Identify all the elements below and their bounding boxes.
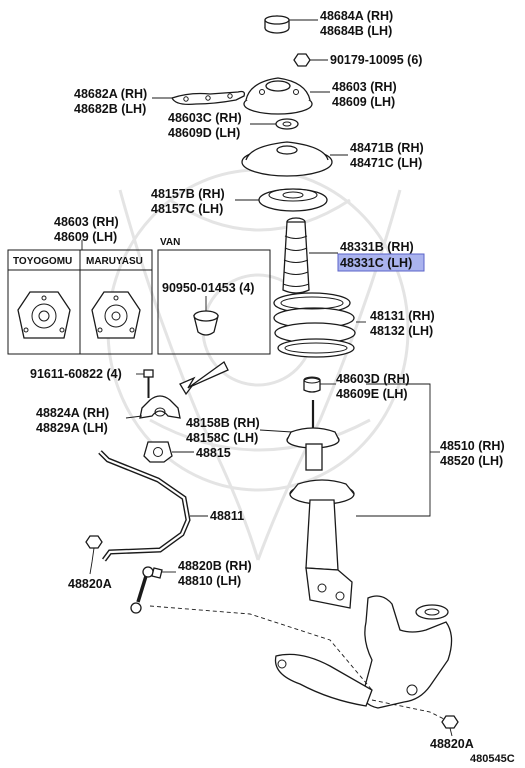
bracket-bolt-part[interactable] (143, 369, 154, 398)
mount-plate-part[interactable] (171, 90, 246, 106)
leader-48824 (125, 415, 143, 419)
label-48510-lh: 48520 (LH) (440, 454, 503, 468)
diagram-code: 480545C (470, 753, 515, 765)
label-48684-lh: 48684B (LH) (320, 24, 392, 38)
label-48820A-left: 48820A (68, 577, 112, 591)
label-48510-rh: 48510 (RH) (440, 439, 505, 453)
label-48331-rh: 48331B (RH) (340, 240, 414, 254)
label-90179: 90179-10095 (6) (330, 53, 422, 67)
maruyasu-mount-drawing (91, 291, 141, 339)
link-nut-left-part[interactable] (85, 535, 103, 549)
label-toyogomu: TOYOGOMU (13, 256, 72, 267)
inset-brand-variants (7, 249, 153, 355)
label-91611: 91611-60822 (4) (30, 367, 122, 381)
label-48815: 48815 (196, 446, 231, 460)
steering-knuckle-part (274, 595, 453, 709)
link-dashed-line (149, 605, 373, 691)
label-48603-rh: 48603 (RH) (332, 80, 397, 94)
strut-nut-part[interactable] (303, 376, 321, 393)
shock-absorber-part[interactable] (286, 400, 355, 609)
highlight-48331C (337, 253, 425, 272)
label-48471-lh: 48471C (LH) (350, 156, 422, 170)
van-arrow (179, 361, 229, 396)
label-48158-rh: 48158B (RH) (186, 416, 260, 430)
label-48820B-rh: 48820B (RH) (178, 559, 252, 573)
label-48603-lh: 48609 (LH) (332, 95, 395, 109)
leader-48158 (259, 429, 293, 433)
label-48331-lh[interactable]: 48331C (LH) (340, 256, 412, 270)
label-48682-rh: 48682A (RH) (74, 87, 147, 101)
label-inset-48603-lh: 48609 (LH) (54, 230, 117, 244)
inset-van (157, 249, 271, 355)
stabilizer-link-part[interactable] (130, 566, 163, 614)
label-48824-lh: 48829A (LH) (36, 421, 108, 435)
label-48603D-rh: 48603D (RH) (336, 372, 410, 386)
link-nut-right-part[interactable] (441, 715, 459, 729)
label-48820B-lh: 48810 (LH) (178, 574, 241, 588)
toyogomu-mount-drawing (17, 291, 71, 339)
watermark-emblem (106, 168, 410, 561)
label-48471-rh: 48471B (RH) (350, 141, 424, 155)
stabilizer-bracket-part[interactable] (139, 395, 181, 419)
bracket-48510 (356, 383, 431, 517)
coil-spring-part[interactable] (273, 292, 356, 358)
label-maruyasu: MARUYASU (86, 256, 143, 267)
label-48603D-lh: 48609E (LH) (336, 387, 408, 401)
nut-part[interactable] (293, 53, 311, 67)
label-48811: 48811 (210, 509, 244, 523)
label-48131-lh: 48132 (LH) (370, 324, 433, 338)
leader-48820A-right (449, 727, 453, 737)
label-48131-rh: 48131 (RH) (370, 309, 435, 323)
spring-upper-seat-part[interactable] (241, 141, 333, 177)
label-48820A-right: 48820A (430, 737, 474, 751)
label-48824-rh: 48824A (RH) (36, 406, 109, 420)
leader-48820A-left (89, 547, 95, 575)
knuckle-dashed-line (371, 699, 451, 723)
label-48603C-lh: 48609D (LH) (168, 126, 240, 140)
label-48157-lh: 48157C (LH) (151, 202, 223, 216)
label-inset-48603-rh: 48603 (RH) (54, 215, 119, 229)
label-van: VAN (160, 237, 180, 248)
label-90950: 90950-01453 (4) (162, 281, 254, 295)
bump-stopper-part[interactable] (282, 217, 310, 294)
label-48603C-rh: 48603C (RH) (168, 111, 242, 125)
label-48158-lh: 48158C (LH) (186, 431, 258, 445)
label-48684-rh: 48684A (RH) (320, 9, 393, 23)
strut-mount-part[interactable] (243, 77, 313, 115)
label-48157-rh: 48157B (RH) (151, 187, 225, 201)
mount-cap-part[interactable] (264, 15, 290, 34)
stabilizer-bushing-part[interactable] (143, 441, 173, 463)
label-48682-lh: 48682B (LH) (74, 102, 146, 116)
van-bushing-drawing (193, 310, 219, 336)
spring-insulator-part[interactable] (258, 188, 328, 212)
washer-part[interactable] (275, 118, 299, 130)
stabilizer-bar-part[interactable] (98, 450, 191, 562)
